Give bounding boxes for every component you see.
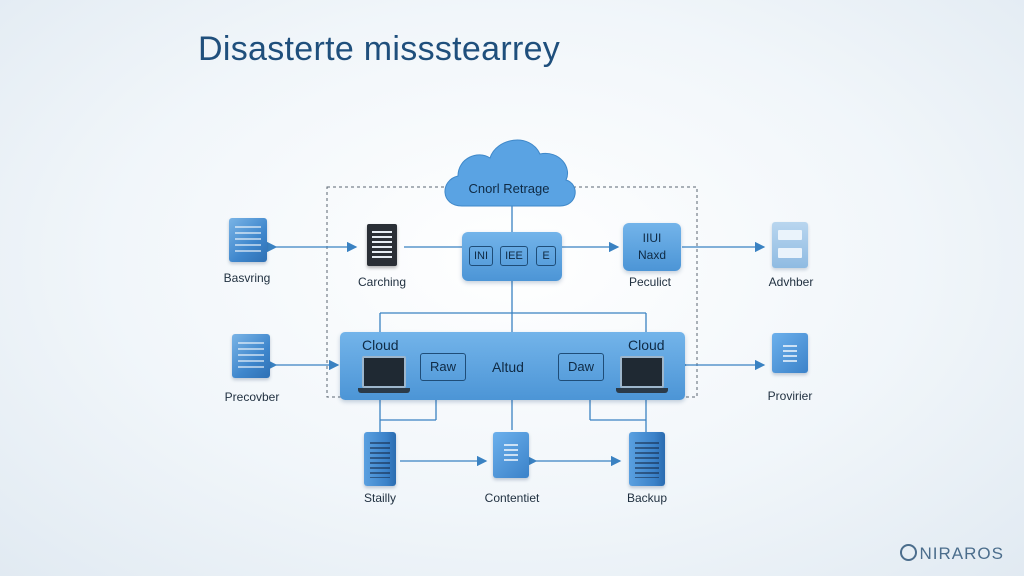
switch-chip-1: INI — [469, 246, 493, 266]
cloud-icon — [444, 139, 576, 207]
central-hub: Cloud Raw Altud Daw Cloud — [340, 332, 685, 400]
hub-right-label: Cloud — [628, 337, 665, 353]
precovber-label: Precovber — [224, 390, 280, 404]
product-box-line1: IIUI — [642, 231, 662, 245]
watermark-logo: NIRAROS — [899, 544, 1004, 564]
tower-server-icon — [364, 432, 396, 486]
page-title: Disasterte missstearrey — [198, 30, 561, 68]
logo-icon — [899, 544, 917, 561]
basvring-label: Basvring — [223, 271, 271, 285]
hub-center-label: Altud — [492, 359, 524, 375]
switch-chip-2: IEE — [500, 246, 528, 266]
storage-stack-icon — [772, 222, 808, 268]
server-icon — [772, 333, 808, 373]
cloud-storage-label: Cnorl Retrage — [468, 181, 550, 196]
product-box-line2: Naxd — [637, 248, 666, 262]
carching-label: Carching — [357, 275, 407, 289]
server-icon — [232, 334, 270, 378]
hub-left-label: Cloud — [362, 337, 399, 353]
laptop-icon — [358, 356, 410, 393]
server-icon — [229, 218, 267, 262]
hub-right-chip: Daw — [558, 353, 604, 381]
laptop-icon — [616, 356, 668, 393]
provirier-label: Provirier — [767, 389, 813, 403]
contentiet-label: Contentiet — [484, 491, 540, 505]
advhber-label: Advhber — [768, 275, 814, 289]
product-box: IIUI Naxd — [623, 223, 681, 271]
stailly-label: Stailly — [363, 491, 397, 505]
watermark-text: NIRAROS — [919, 544, 1004, 563]
peculict-label: Peculict — [628, 275, 672, 289]
server-icon — [493, 432, 529, 478]
backup-label: Backup — [626, 491, 668, 505]
switch-chip-3: E — [536, 246, 556, 266]
document-icon — [367, 224, 397, 266]
tower-server-icon — [629, 432, 665, 486]
hub-left-chip: Raw — [420, 353, 466, 381]
switch-panel: INI IEE E — [462, 232, 562, 281]
